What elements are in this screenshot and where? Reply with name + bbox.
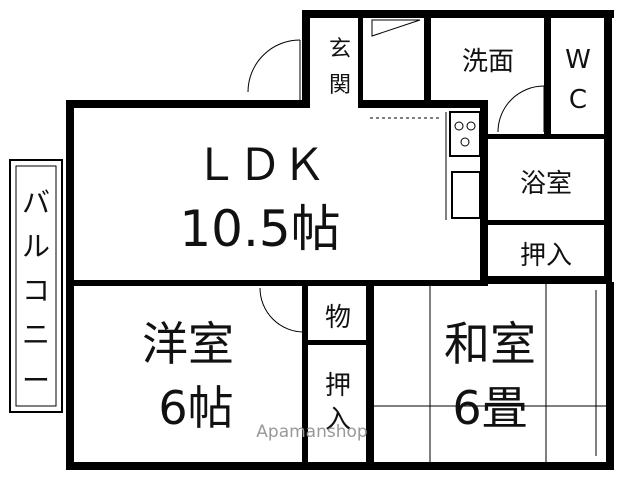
entrance-label-1: 玄関 [329, 37, 351, 98]
storage-label: 物 [325, 303, 351, 333]
japanese-room-name: 和室 [444, 317, 536, 371]
bath-label: 浴室 [520, 169, 572, 199]
closet-mid-label-bottom: 入 [325, 405, 351, 435]
balcony-char-1: バ [22, 186, 50, 219]
balcony-char-5: ー [22, 364, 50, 397]
western-room-name: 洋室 [142, 317, 234, 371]
wc-label-top: W [565, 45, 591, 75]
door-swings [247, 19, 545, 333]
balcony-char-3: コ [22, 274, 50, 307]
closet-ldk-label: 押入 [520, 241, 572, 271]
balcony-char-4: ニ [22, 318, 50, 351]
balcony-char-2: ル [22, 230, 50, 263]
interior-walls [66, 10, 608, 466]
watermark: Apamanshop [256, 422, 367, 442]
closet-mid-label-top: 押 [325, 371, 351, 401]
balcony [9, 159, 63, 413]
fixtures [370, 111, 606, 462]
wc-label-bottom: C [569, 85, 587, 115]
western-room-size: 6帖 [158, 381, 233, 435]
washroom-label: 洗面 [462, 47, 514, 77]
ldk-size: 10.5帖 [179, 200, 340, 258]
japanese-room-size: 6畳 [452, 381, 527, 435]
ldk-name: ＬＤＫ [194, 140, 326, 191]
